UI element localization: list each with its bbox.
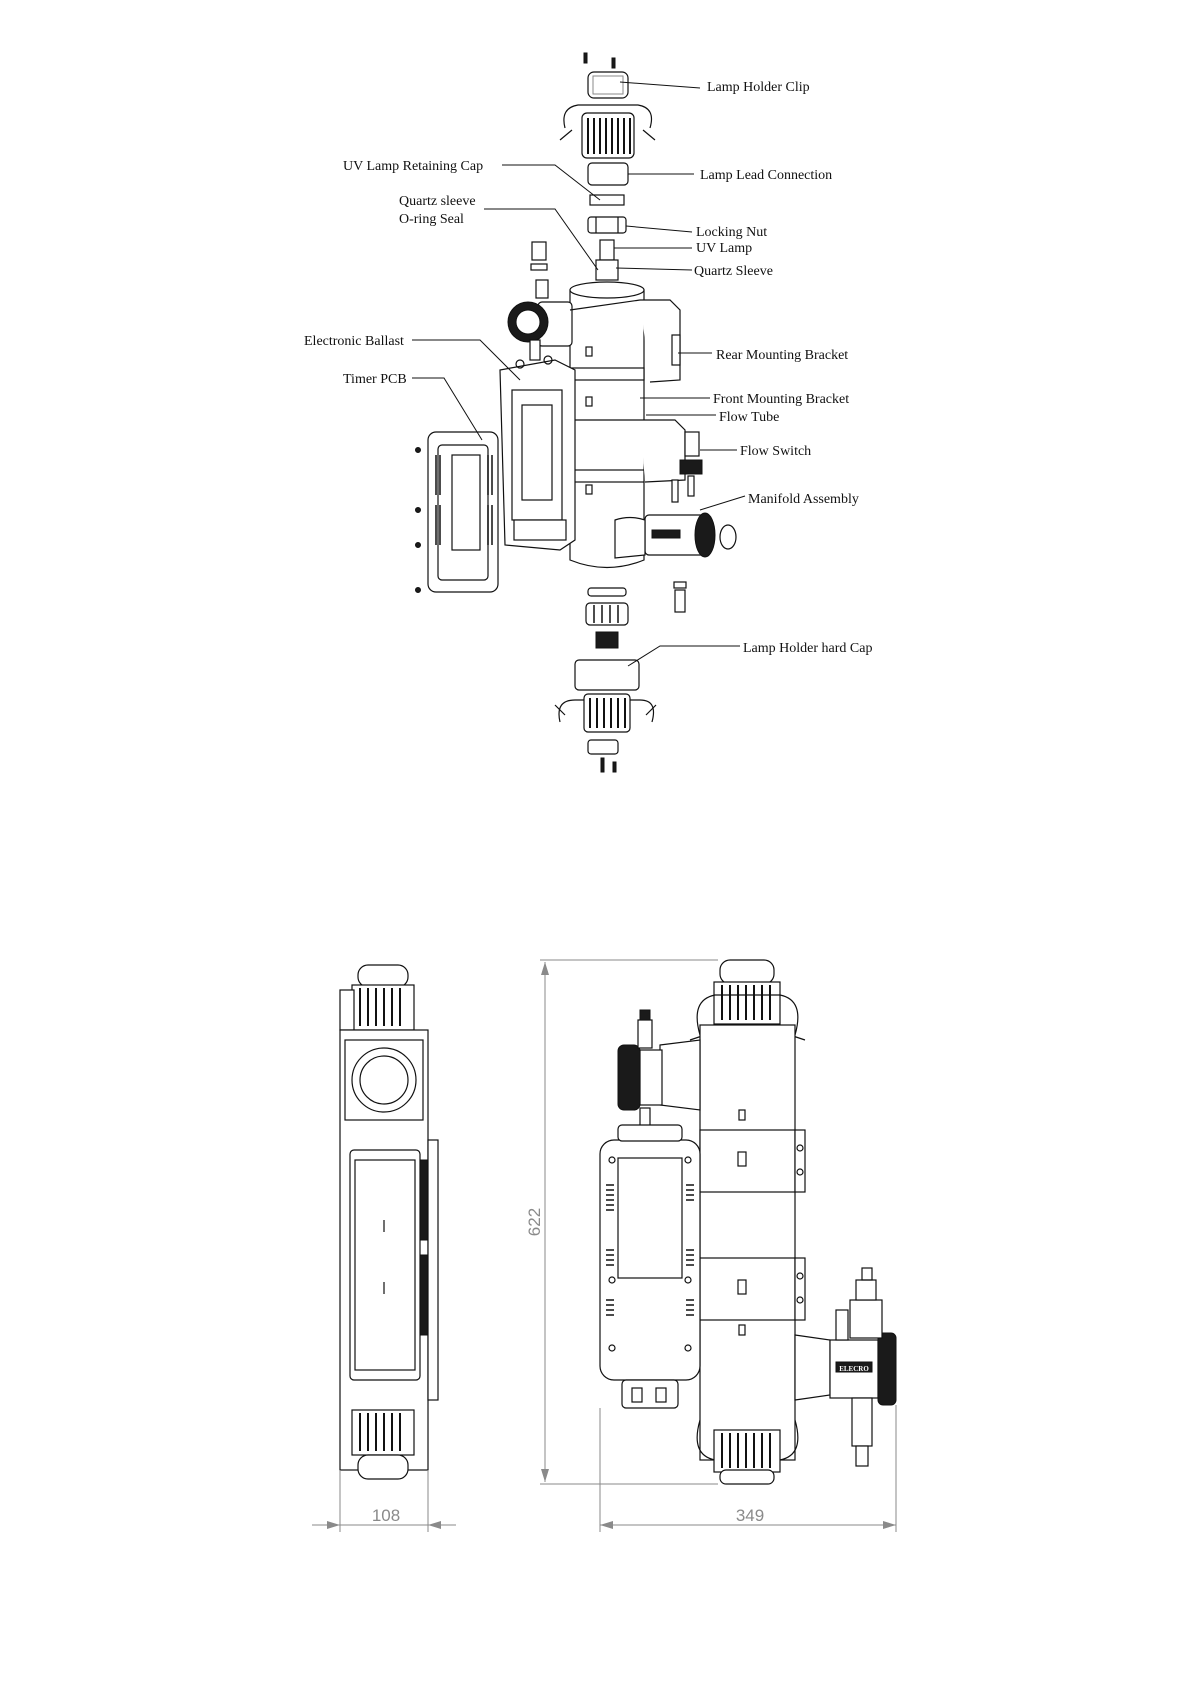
label-quartz-sleeve-lower: Quartz sleeve <box>399 194 476 209</box>
label-flow-switch: Flow Switch <box>740 444 811 459</box>
front-view: ELECRO <box>600 960 896 1484</box>
timer-pcb-lid <box>416 432 499 593</box>
label-locking-nut: Locking Nut <box>696 225 767 240</box>
label-electronic-ballast: Electronic Ballast <box>304 334 404 349</box>
label-flow-tube: Flow Tube <box>719 410 779 425</box>
lamp-lead-connection-part <box>588 163 628 185</box>
label-rear-mounting-bracket: Rear Mounting Bracket <box>716 348 848 363</box>
side-view <box>340 965 438 1479</box>
label-lamp-holder-hard-cap: Lamp Holder hard Cap <box>743 641 872 656</box>
quartz-sleeve-part <box>596 260 618 280</box>
bottom-lamp-holder <box>555 588 656 772</box>
label-o-ring-seal: O-ring Seal <box>399 212 464 227</box>
inlet-port <box>508 242 572 360</box>
label-uv-lamp: UV Lamp <box>696 241 752 256</box>
label-uv-lamp-retaining-cap: UV Lamp Retaining Cap <box>343 159 483 174</box>
dim-height-label: 622 <box>525 1208 544 1236</box>
label-front-mounting-bracket: Front Mounting Bracket <box>713 392 849 407</box>
locking-nut-part <box>588 217 626 233</box>
dim-front-width-label: 349 <box>736 1506 764 1525</box>
label-lamp-lead-connection: Lamp Lead Connection <box>700 168 832 183</box>
top-lamp-holder-clip <box>560 53 655 158</box>
exploded-view: Lamp Holder Clip Lamp Lead Connection UV… <box>304 53 872 772</box>
label-quartz-sleeve: Quartz Sleeve <box>694 264 773 279</box>
label-timer-pcb: Timer PCB <box>343 372 407 387</box>
brand-mark: ELECRO <box>839 1365 869 1373</box>
label-lamp-holder-clip: Lamp Holder Clip <box>707 80 810 95</box>
label-manifold-assembly: Manifold Assembly <box>748 492 859 507</box>
dim-side-width-label: 108 <box>372 1506 400 1525</box>
electronic-ballast-housing <box>500 356 575 550</box>
uv-lamp-part <box>600 240 614 260</box>
